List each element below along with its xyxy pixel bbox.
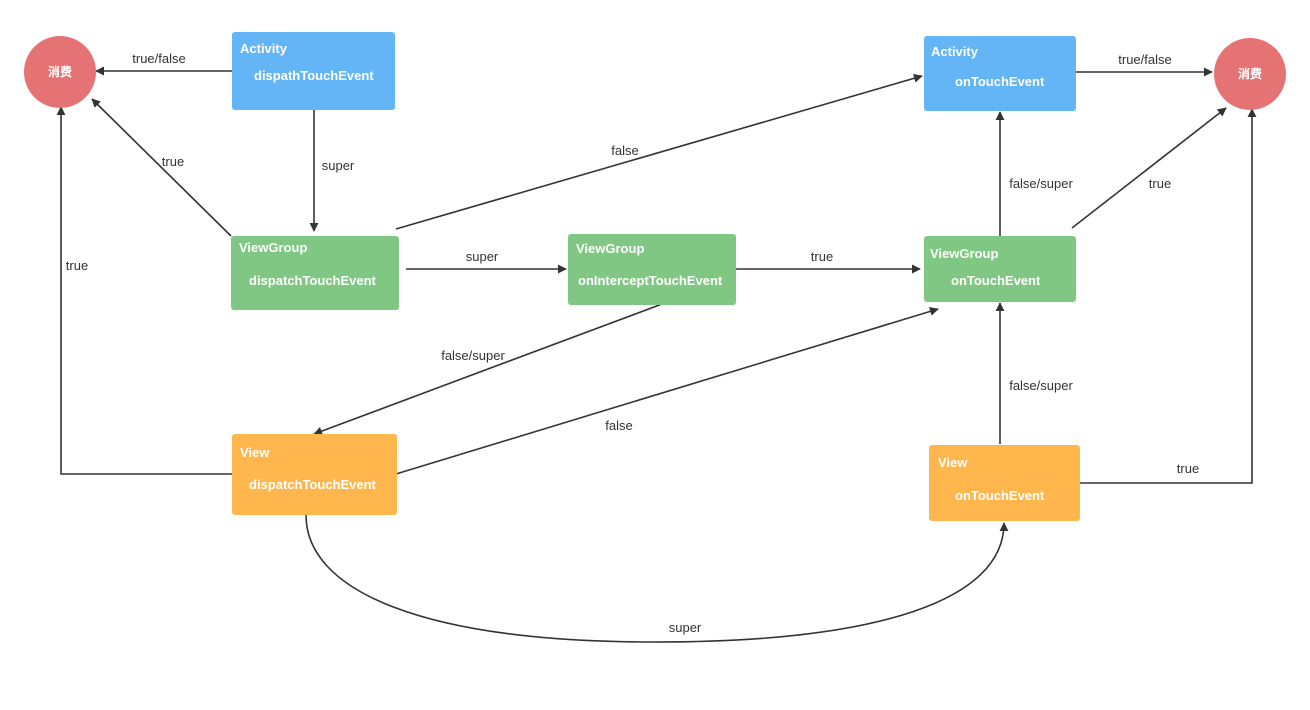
- consume-right-circle: [1214, 38, 1286, 110]
- view-touch-box: [929, 445, 1080, 521]
- view-dispatch-method: dispatchTouchEvent: [249, 477, 377, 492]
- edge-viewgroup-dispatch-to-consume: [91, 98, 232, 237]
- viewgroup-dispatch-box: [231, 236, 399, 310]
- edge-view-dispatch-to-consume: [56, 106, 232, 475]
- activity-dispatch-box: [232, 32, 395, 110]
- activity-dispatch-method: dispathTouchEvent: [254, 68, 374, 83]
- viewgroup-touch-box: [924, 236, 1076, 302]
- label-viewgroup-dispatch-to-consume: true: [162, 154, 184, 169]
- viewgroup-dispatch-node: ViewGroup dispatchTouchEvent: [231, 236, 399, 310]
- view-touch-title: View: [938, 455, 968, 470]
- label-intercept-to-viewgroup-touch: true: [811, 249, 833, 264]
- label-activity-dispatch-to-consume: true/false: [132, 51, 185, 66]
- label-view-touch-to-consume: true: [1177, 461, 1199, 476]
- label-viewgroup-dispatch-to-activity-touch: false: [611, 143, 638, 158]
- label-intercept-to-view-dispatch: false/super: [441, 348, 505, 363]
- edge-viewgroup-dispatch-to-activity-touch: [395, 73, 923, 230]
- consume-left-node: 消费: [24, 36, 96, 108]
- edge-intercept-to-view-dispatch: [313, 303, 663, 436]
- viewgroup-touch-method: onTouchEvent: [951, 273, 1041, 288]
- label-view-dispatch-to-viewgroup-touch: false: [605, 418, 632, 433]
- view-touch-node: View onTouchEvent: [929, 445, 1080, 521]
- consume-left-label: 消费: [48, 64, 72, 79]
- edge-viewgroup-touch-to-consume: [1071, 107, 1227, 229]
- viewgroup-dispatch-method: dispatchTouchEvent: [249, 273, 377, 288]
- edge-view-touch-to-consume: [1080, 108, 1257, 484]
- activity-touch-title: Activity: [931, 44, 979, 59]
- label-view-dispatch-to-view-touch: super: [669, 620, 702, 635]
- edge-view-dispatch-to-view-touch: [305, 514, 1009, 643]
- activity-dispatch-node: Activity dispathTouchEvent: [232, 32, 395, 110]
- viewgroup-touch-title: ViewGroup: [930, 246, 998, 261]
- activity-dispatch-title: Activity: [240, 41, 288, 56]
- viewgroup-intercept-method: onInterceptTouchEvent: [578, 273, 723, 288]
- activity-touch-box: [924, 36, 1076, 111]
- label-activity-dispatch-to-viewgroup-dispatch: super: [322, 158, 355, 173]
- viewgroup-touch-node: ViewGroup onTouchEvent: [924, 236, 1076, 302]
- label-viewgroup-touch-to-consume: true: [1149, 176, 1171, 191]
- edge-view-dispatch-to-viewgroup-touch: [395, 307, 939, 475]
- view-touch-method: onTouchEvent: [955, 488, 1045, 503]
- view-dispatch-box: [232, 434, 397, 515]
- activity-touch-node: Activity onTouchEvent: [924, 36, 1076, 111]
- viewgroup-intercept-box: [568, 234, 736, 305]
- activity-touch-method: onTouchEvent: [955, 74, 1045, 89]
- edge-labels: true/false super true false super true t…: [66, 51, 1199, 635]
- viewgroup-intercept-node: ViewGroup onInterceptTouchEvent: [568, 234, 736, 305]
- label-viewgroup-dispatch-to-intercept: super: [466, 249, 499, 264]
- label-viewgroup-touch-to-activity-touch: false/super: [1009, 176, 1073, 191]
- viewgroup-dispatch-title: ViewGroup: [239, 240, 307, 255]
- view-dispatch-title: View: [240, 445, 270, 460]
- consume-right-node: 消费: [1214, 38, 1286, 110]
- label-view-touch-to-viewgroup-touch: false/super: [1009, 378, 1073, 393]
- viewgroup-intercept-title: ViewGroup: [576, 241, 644, 256]
- edges: [56, 66, 1257, 643]
- label-view-dispatch-to-consume: true: [66, 258, 88, 273]
- view-dispatch-node: View dispatchTouchEvent: [232, 434, 397, 515]
- consume-right-label: 消费: [1238, 66, 1262, 81]
- consume-left-circle: [24, 36, 96, 108]
- label-activity-touch-to-consume: true/false: [1118, 52, 1171, 67]
